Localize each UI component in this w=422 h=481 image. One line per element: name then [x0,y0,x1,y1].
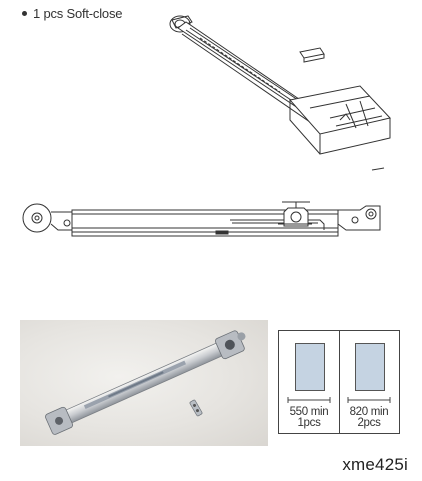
soft-close-side-drawing [22,201,381,237]
bullet-dot-icon [22,11,27,16]
product-photo-illustration [45,330,246,435]
product-photo [20,320,268,446]
door-panel-shape [355,343,385,391]
spacing-cell-double: 820 min 2pcs [339,331,399,433]
spacing-value: 820 min [349,406,389,418]
spacing-value: 550 min [289,406,329,418]
product-code: xme425i [342,455,408,474]
dimension-arrow-icon [347,397,391,403]
spacing-quantity: 2pcs [357,417,381,429]
spacing-cell-single: 550 min 1pcs [279,331,339,433]
panel-divider [339,331,340,433]
soft-close-isometric-drawing [169,15,391,171]
dimension-arrow-icon [287,397,331,403]
spacing-quantity: 1pcs [297,417,321,429]
bullet-text: 1 pcs Soft-close [33,6,123,21]
bullet-item: 1 pcs Soft-close [22,6,122,21]
spacing-panel: 550 min 1pcs 820 min 2pcs [278,330,400,434]
door-panel-shape [295,343,325,391]
